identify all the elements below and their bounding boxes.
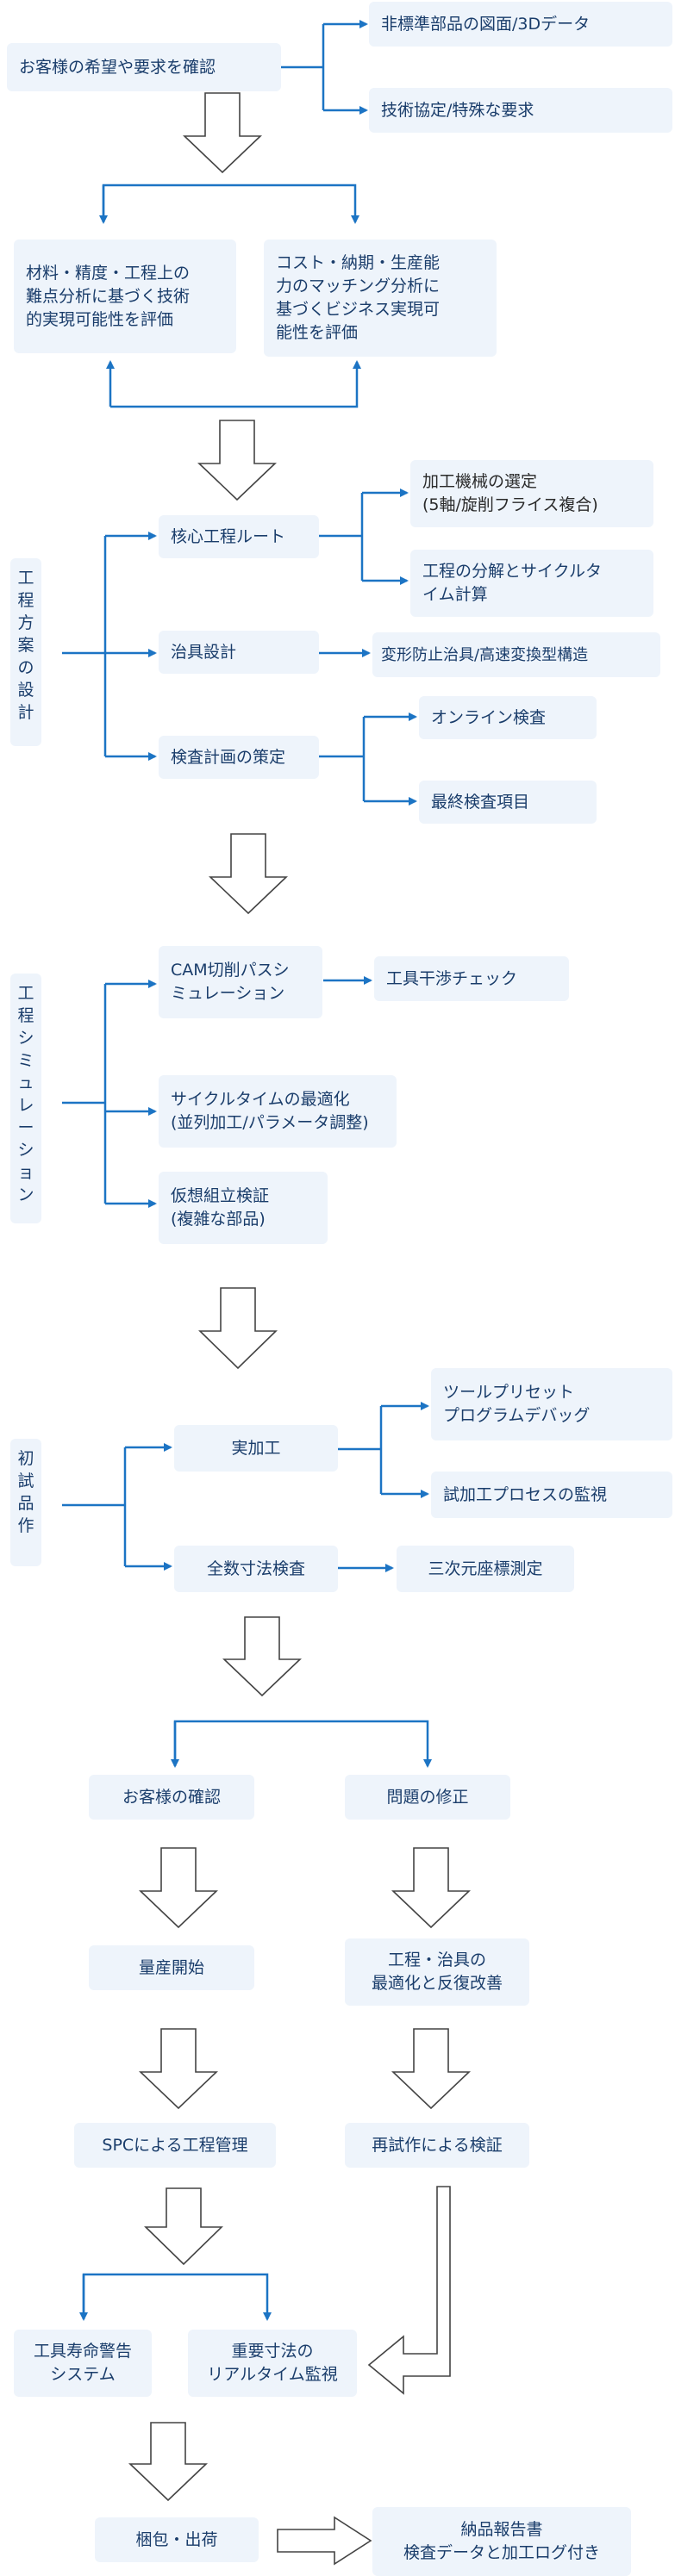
node-cycle-optimization: サイクルタイムの最適化 (並列加工/パラメータ調整)	[159, 1075, 397, 1148]
node-process-optimization: 工程・治具の 最適化と反復改善	[345, 1938, 529, 2006]
hollow-arrow-return	[367, 2186, 451, 2395]
node-fixture-design: 治具設計	[159, 631, 319, 674]
hollow-arrow-2	[197, 420, 277, 501]
node-tool-interference: 工具干渉チェック	[374, 956, 569, 1001]
node-request: お客様の希望や要求を確認	[7, 43, 281, 91]
node-full-inspection: 全数寸法検査	[174, 1546, 338, 1592]
node-fixture-detail: 変形防止治具/高速変換型構造	[372, 632, 660, 677]
connector-actual-branch	[338, 1406, 383, 1494]
connector-split-eval	[102, 184, 359, 224]
node-virtual-assembly: 仮想組立検証 (複雑な部品)	[159, 1172, 328, 1244]
connector-core-branch	[319, 493, 364, 581]
section-label-process-plan: 工程方案の設計	[10, 558, 41, 746]
hollow-arrow-5	[222, 1616, 302, 1697]
node-drawing-data: 非標準部品の図面/3Dデータ	[369, 2, 672, 47]
node-tool-life-warning: 工具寿命警告 システム	[14, 2330, 152, 2397]
node-spc: SPCによる工程管理	[74, 2123, 276, 2168]
connector-insp-branch	[319, 717, 366, 801]
node-customer-confirmation: お客様の確認	[89, 1775, 254, 1820]
hollow-arrow-8	[139, 2028, 218, 2110]
node-cam-simulation: CAM切削パスシ ミュレーション	[159, 946, 322, 1018]
node-retrial: 再試作による検証	[345, 2123, 529, 2168]
connector-fa-spine	[62, 1447, 127, 1566]
hollow-arrow-6	[139, 1847, 218, 1929]
node-mass-production: 量産開始	[89, 1945, 254, 1990]
node-tech-agreement: 技術協定/特殊な要求	[369, 88, 672, 133]
node-realtime-monitoring: 重要寸法の リアルタイム監視	[188, 2330, 357, 2397]
node-machine-selection: 加工機械の選定 (5軸/旋削フライス複合)	[410, 460, 653, 527]
node-delivery-report: 納品報告書 検査データと加工ログ付き	[372, 2507, 631, 2576]
node-inspection-plan: 検査計画の策定	[159, 736, 319, 779]
hollow-arrow-9	[391, 2028, 471, 2110]
hollow-arrow-11	[128, 2422, 208, 2502]
hollow-arrow-4	[198, 1287, 278, 1370]
node-issue-fix: 問題の修正	[345, 1775, 510, 1820]
hollow-arrow-7	[391, 1847, 471, 1929]
connector-plan-spine	[62, 536, 107, 756]
hollow-arrow-right	[277, 2516, 372, 2566]
connector-sim-spine	[62, 984, 107, 1204]
connector-join-eval-right	[110, 360, 361, 408]
node-actual-machining: 実加工	[174, 1425, 338, 1472]
node-final-inspection: 最終検査項目	[419, 781, 597, 824]
node-business-evaluation: コスト・納期・生産能 力のマッチング分析に 基づくビジネス実現可 能性を評価	[264, 240, 497, 357]
node-cmm: 三次元座標測定	[397, 1546, 574, 1592]
connector-req-branch	[280, 24, 325, 110]
node-technical-evaluation: 材料・精度・工程上の 難点分析に基づく技術 的実現可能性を評価	[14, 240, 236, 353]
node-core-route: 核心工程ルート	[159, 515, 319, 558]
node-online-inspection: オンライン検査	[419, 696, 597, 739]
node-trial-monitoring: 試加工プロセスの監視	[431, 1472, 672, 1518]
hollow-arrow-3	[209, 833, 288, 915]
connector-split-confirm	[173, 1720, 432, 1768]
connector-split-spc	[82, 2273, 272, 2321]
section-label-first-article: 初試品作	[10, 1439, 41, 1566]
node-process-decomposition: 工程の分解とサイクルタ イム計算	[410, 550, 653, 617]
node-packing-shipping: 梱包・出荷	[95, 2517, 259, 2562]
hollow-arrow-1	[183, 92, 262, 174]
node-tool-preset: ツールプリセット プログラムデバッグ	[431, 1368, 672, 1440]
hollow-arrow-10	[144, 2187, 223, 2266]
section-label-simulation: 工程シミュレーション	[10, 974, 41, 1223]
